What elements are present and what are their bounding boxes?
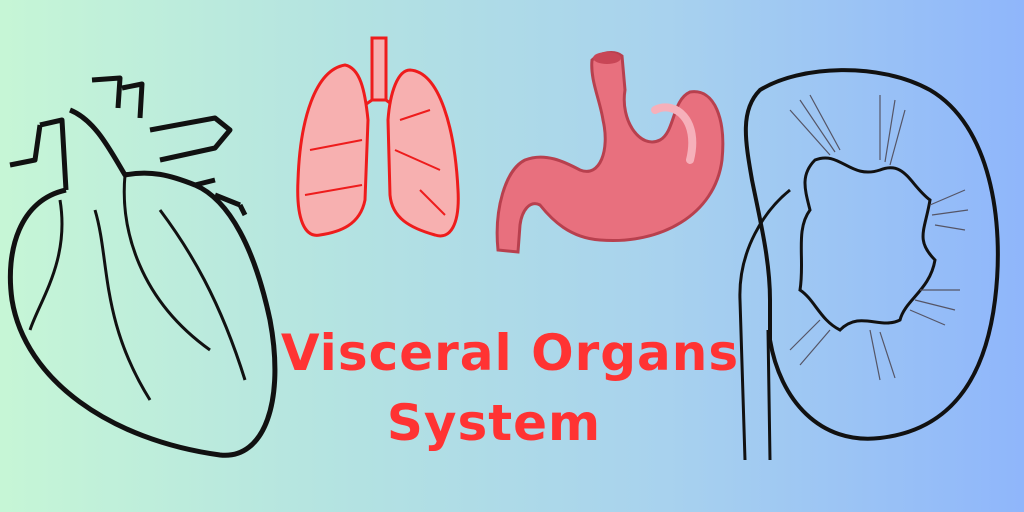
lungs-icon <box>296 36 460 238</box>
heart-icon <box>7 75 278 458</box>
kidney-icon <box>738 68 1000 461</box>
title-line-1: Visceral Organs <box>280 324 740 382</box>
stomach-icon <box>495 51 725 254</box>
title-line-2: System <box>386 394 602 452</box>
